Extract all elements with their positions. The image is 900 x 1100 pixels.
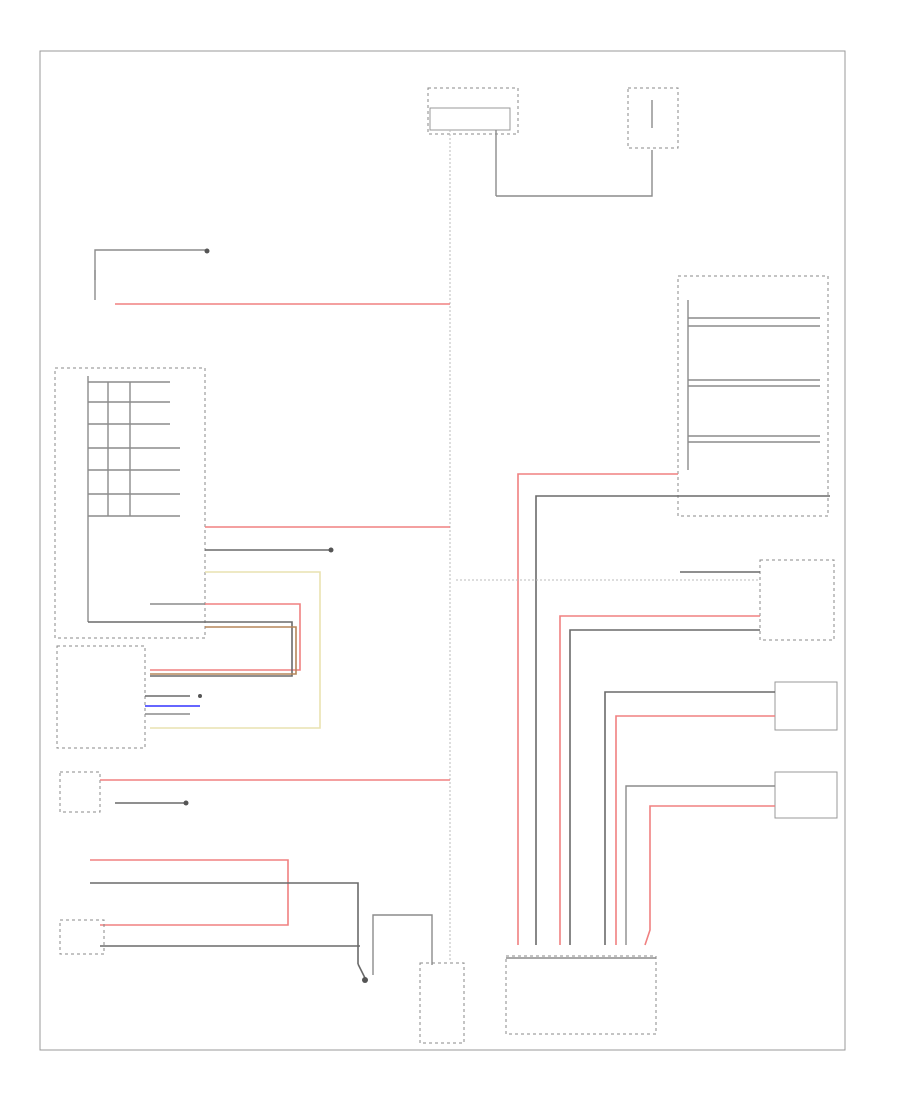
instrument-cluster-box <box>59 771 101 813</box>
ecm-connector-box <box>505 955 657 1035</box>
module-pin-rows <box>687 300 820 470</box>
gauge-assembly-box <box>56 645 146 749</box>
combination-switch-box <box>54 367 206 639</box>
diagram-frame <box>39 50 846 1051</box>
clock-spring-box <box>759 559 835 641</box>
pcm-box <box>427 87 519 135</box>
cruise-control-module-box <box>677 275 829 517</box>
pcm-connector <box>429 107 511 131</box>
accelerator-sensor-box <box>59 919 105 955</box>
right-steering-switch-box <box>774 681 838 731</box>
switch-pin-rows <box>87 376 180 622</box>
left-steering-switch-box <box>774 771 838 819</box>
ground-connector-box <box>419 962 465 1044</box>
fuse-box <box>627 87 679 149</box>
